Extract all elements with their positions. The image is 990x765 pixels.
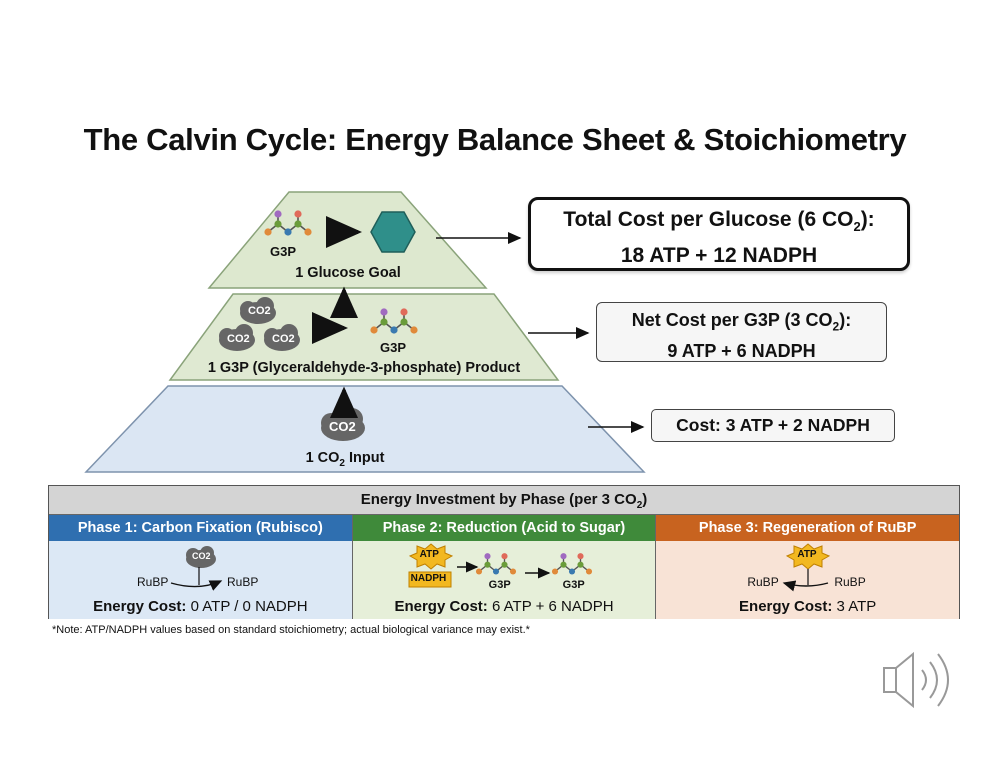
g3p-product-caption: 1 G3P (Glyceraldehyde-3-phosphate) Produ… <box>207 360 521 376</box>
co2-label: CO2 <box>272 333 295 345</box>
glucose-goal-caption: 1 Glucose Goal <box>295 265 401 281</box>
phase-3-title: Phase 3: Regeneration of RuBP <box>656 515 960 541</box>
phase-2-title: Phase 2: Reduction (Acid to Sugar) <box>352 515 656 541</box>
co2-cloud-icon <box>264 324 300 351</box>
g3p-label: G3P <box>488 579 511 591</box>
co2-label: CO2 <box>329 419 356 434</box>
nadph-label: NADPH <box>410 573 447 584</box>
phase-table: Energy Investment by Phase (per 3 CO2) P… <box>48 485 960 619</box>
phase-1-title: Phase 1: Carbon Fixation (Rubisco) <box>49 515 352 541</box>
glucose-hexagon-icon <box>370 211 416 253</box>
rubp-label: RuBP <box>834 575 866 589</box>
phase-1-column: Phase 1: Carbon Fixation (Rubisco) CO2 R… <box>49 515 352 619</box>
atp-burst-icon <box>408 543 453 570</box>
g3p-label: G3P <box>380 340 407 355</box>
rubp-label: RuBP <box>137 575 169 589</box>
phase-3-column: Phase 3: Regeneration of RuBP ATP RuBP R… <box>655 515 960 619</box>
co2-cloud-icon <box>219 324 255 351</box>
phase-2-column: Phase 2: Reduction (Acid to Sugar) ATP N… <box>351 515 656 619</box>
co2-label: CO2 <box>248 305 271 317</box>
phase-3-cost: Energy Cost: 3 ATP <box>739 598 877 615</box>
total-cost-callout: Total Cost per Glucose (6 CO2): 18 ATP +… <box>528 197 910 271</box>
co2-cloud-icon <box>240 297 276 324</box>
atp-label: ATP <box>419 549 439 560</box>
phase-1-cost: Energy Cost: 0 ATP / 0 NADPH <box>93 598 308 615</box>
atp-label: ATP <box>797 549 817 560</box>
nadph-box-icon <box>408 571 452 588</box>
co2-cost-callout: Cost: 3 ATP + 2 NADPH <box>651 409 895 442</box>
co2-cloud-icon <box>186 546 216 568</box>
rubp-label: RuBP <box>747 575 779 589</box>
co2-label: CO2 <box>227 333 250 345</box>
g3p-label: G3P <box>270 244 297 259</box>
speaker-icon[interactable] <box>883 651 949 709</box>
phase-table-header: Energy Investment by Phase (per 3 CO2) <box>49 486 959 515</box>
footnote: *Note: ATP/NADPH values based on standar… <box>52 624 530 636</box>
pyramid-tier-bottom <box>84 385 646 473</box>
co2-label: CO2 <box>192 551 211 561</box>
phase-2-cost: Energy Cost: 6 ATP + 6 NADPH <box>394 598 614 615</box>
rubp-label: RuBP <box>227 575 259 589</box>
net-cost-g3p-callout: Net Cost per G3P (3 CO2): 9 ATP + 6 NADP… <box>596 302 887 362</box>
g3p-label: G3P <box>562 579 585 591</box>
page-title: The Calvin Cycle: Energy Balance Sheet &… <box>83 122 907 157</box>
co2-input-caption: 1 CO2 Input <box>305 450 385 469</box>
